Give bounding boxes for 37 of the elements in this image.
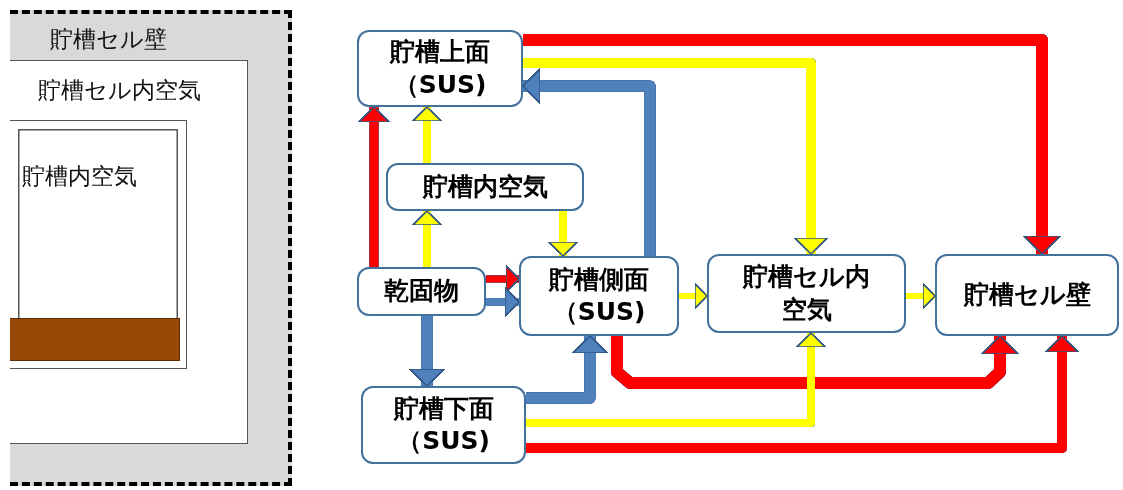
node-label: 乾固物 (384, 275, 459, 308)
process-box (386, 163, 584, 211)
sediment-bar (10, 318, 180, 361)
flow-arrow (523, 34, 1061, 255)
process-box (357, 30, 523, 107)
flow-arrow (412, 106, 442, 163)
cell-air-panel (10, 60, 248, 444)
cell-wall-panel (10, 10, 292, 486)
node-label: 貯槽内空気 (422, 170, 548, 203)
flow-arrow (526, 332, 826, 427)
flow-arrow (486, 287, 520, 317)
node-label: 貯槽上面（SUS) (388, 36, 491, 101)
process-box (361, 386, 526, 464)
flow-arrow (526, 335, 608, 404)
node-label: 貯槽セル壁 (963, 278, 1091, 311)
node-label: 貯槽側面（SUS) (547, 263, 650, 328)
node-label: 貯槽セル内空気 (741, 261, 871, 326)
flow-arrow (906, 283, 936, 309)
flow-arrow (611, 335, 1019, 389)
flow-arrow (358, 106, 390, 267)
process-box (707, 254, 906, 333)
flow-arrow (522, 68, 656, 256)
node-label: 貯槽セル内空気 (38, 76, 201, 105)
process-box (519, 256, 679, 336)
node-label: 貯槽下面（SUS) (392, 392, 495, 457)
flow-arrow (412, 210, 442, 267)
process-box (357, 267, 486, 316)
node-label: 貯槽セル壁 (50, 25, 167, 54)
process-box (935, 254, 1119, 336)
node-label: 貯槽内空気 (22, 162, 137, 191)
flow-arrow (523, 58, 828, 255)
flow-arrow (486, 265, 520, 293)
flow-arrow (679, 283, 708, 309)
flow-arrow (526, 335, 1079, 453)
tank-outline (10, 120, 187, 369)
flow-arrow (548, 211, 578, 257)
flow-arrow (409, 316, 445, 387)
